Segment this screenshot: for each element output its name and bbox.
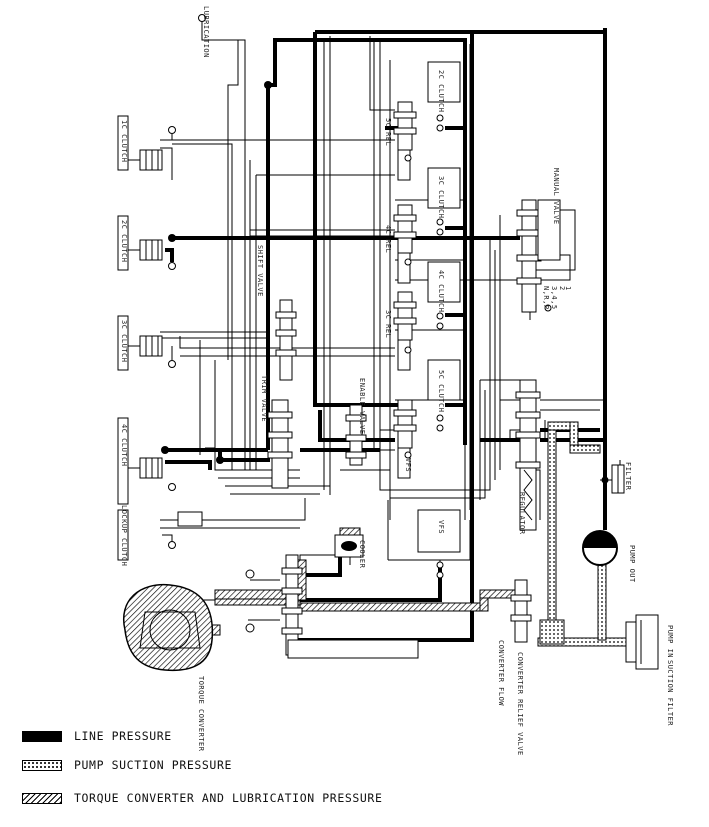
- label-clutch-3: 3C CLUTCH: [120, 320, 128, 363]
- label-filter: FILTER: [624, 462, 632, 491]
- label-trim-valve: TRIM VALVE: [260, 375, 268, 423]
- label-5c-rel: 5C REL: [384, 118, 392, 147]
- label-regulator: REGULATOR: [518, 492, 526, 535]
- regulator-valve: [515, 379, 541, 531]
- label-vfs: VFS: [404, 458, 412, 473]
- schematic-svg: [117, 14, 659, 672]
- label-converter-flow: CONVERTER FLOW: [497, 640, 505, 707]
- label-lockup-clutch: LOCKUP CLUTCH: [120, 505, 128, 567]
- legend-swatch-dotted: [22, 759, 62, 771]
- label-shift-pos-4: N,R,P: [542, 286, 550, 310]
- label-pump-out: PUMP OUT: [628, 545, 636, 583]
- label-shift-pos-2: 2: [558, 286, 566, 291]
- legend-swatch-hatched: [22, 792, 62, 804]
- pump: [582, 530, 618, 566]
- label-lubrication: LUBRICATION: [202, 6, 210, 58]
- converter-lube-passages: [190, 527, 521, 636]
- label-clutch-2: 2C CLUTCH: [120, 220, 128, 263]
- clutch-assemblies: [117, 14, 206, 561]
- label-4c-rel: 4C REL: [384, 225, 392, 254]
- label-manual-valve: MANUAL VALVE: [552, 168, 560, 225]
- label-cooler: COOLER: [358, 540, 366, 569]
- label-vfs-lower: VFS: [437, 520, 445, 535]
- label-suction-filter: SUCTION FILTER: [666, 660, 674, 727]
- legend-swatch-solid: [22, 730, 62, 742]
- legend-item-converter-lube: TORQUE CONVERTER AND LUBRICATION PRESSUR…: [22, 791, 382, 805]
- cooler: [334, 534, 364, 558]
- label-clutch-1: 1C CLUTCH: [120, 120, 128, 163]
- legend-item-line-pressure: LINE PRESSURE: [22, 729, 172, 743]
- legend-label: LINE PRESSURE: [74, 729, 172, 743]
- suction-filter: [625, 614, 659, 670]
- converter-flow-valve: [245, 554, 419, 659]
- junction-dots: [161, 81, 609, 484]
- label-3c: 3C CLUTCH: [437, 176, 445, 219]
- filter: [611, 464, 625, 494]
- legend-item-pump-suction: PUMP SUCTION PRESSURE: [22, 758, 232, 772]
- label-shift-valve: SHIFT VALVE: [256, 245, 264, 297]
- legend: LINE PRESSURE PUMP SUCTION PRESSURE TORQ…: [0, 720, 709, 827]
- legend-label: TORQUE CONVERTER AND LUBRICATION PRESSUR…: [74, 791, 383, 805]
- manual-valve: [516, 199, 561, 313]
- shift-enable-valves: [267, 299, 367, 489]
- label-shift-pos-3: 3,4,5: [550, 286, 558, 310]
- label-enable-valve: ENABLE VALVE: [358, 378, 366, 435]
- label-2c: 2C CLUTCH: [437, 70, 445, 113]
- torque-converter: [122, 583, 214, 672]
- converter-relief-valve: [510, 579, 532, 643]
- trim-valve-stack: [393, 61, 461, 579]
- label-3c-rel: 3C REL: [384, 310, 392, 339]
- pump-suction-passages: [537, 421, 629, 647]
- hydraulic-schematic: LUBRICATION 1C CLUTCH 2C CLUTCH 3C CLUTC…: [117, 6, 674, 756]
- label-pump-in: PUMP IN: [666, 625, 674, 659]
- legend-label: PUMP SUCTION PRESSURE: [74, 758, 232, 772]
- label-4c: 4C CLUTCH: [437, 270, 445, 313]
- label-5c: 5C CLUTCH: [437, 370, 445, 413]
- label-clutch-4: 4C CLUTCH: [120, 424, 128, 467]
